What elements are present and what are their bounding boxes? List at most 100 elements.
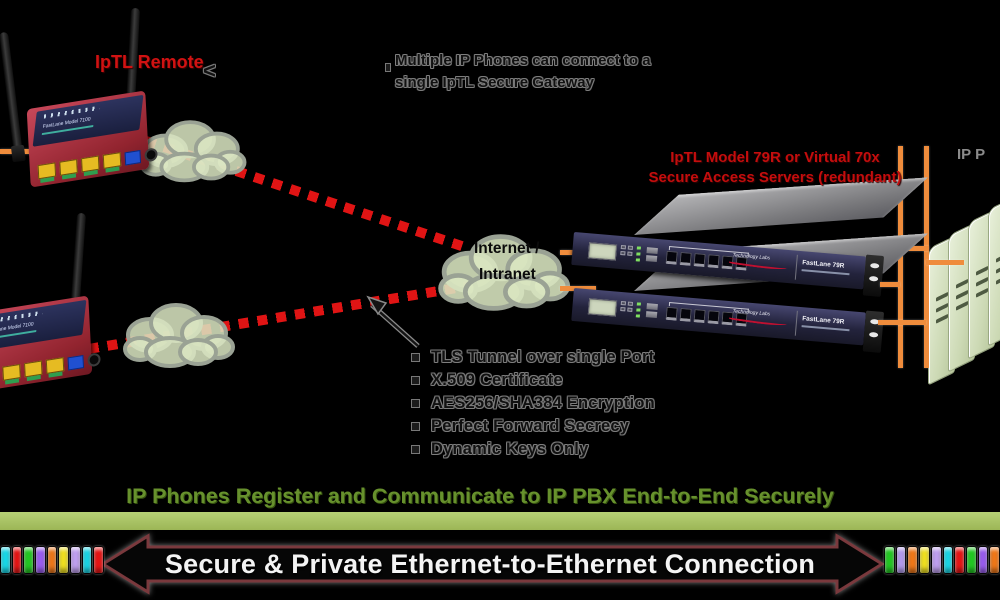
feature-item: X.509 Certificate bbox=[412, 371, 563, 390]
ribbon-square bbox=[942, 546, 954, 574]
ethernet-ribbon-left bbox=[0, 546, 105, 574]
ribbon-square bbox=[895, 546, 907, 574]
usb-ports-icon bbox=[645, 247, 658, 263]
pointer-chevron-icon: < bbox=[203, 58, 216, 83]
ribbon-square bbox=[0, 546, 11, 574]
ribbon-square bbox=[70, 546, 81, 574]
ribbon-square bbox=[884, 546, 895, 574]
bus-to-pbx-line bbox=[926, 260, 964, 265]
ribbon-square bbox=[93, 546, 105, 574]
faceplate-divider bbox=[794, 254, 798, 280]
router-port-row bbox=[0, 351, 101, 384]
feature-text: Perfect Forward Secrecy bbox=[431, 417, 630, 435]
bullet-icon bbox=[412, 446, 419, 453]
server-caption-line2: Secure Access Servers (redundant) bbox=[648, 169, 902, 186]
bullet-icon bbox=[412, 423, 419, 430]
note-bullet bbox=[386, 64, 390, 71]
feature-item: AES256/SHA384 Encryption bbox=[412, 394, 655, 413]
internet-cloud-icon bbox=[438, 234, 571, 311]
router-body: FastLane Model 7100 bbox=[26, 90, 158, 188]
antenna-icon bbox=[0, 31, 23, 149]
ribbon-square bbox=[930, 546, 942, 574]
router-port-row bbox=[37, 146, 158, 180]
rack-ear bbox=[862, 310, 885, 353]
panel-buttons bbox=[620, 300, 634, 312]
ribbon-square bbox=[919, 546, 930, 574]
router-led-row bbox=[43, 105, 100, 119]
feature-item: Dynamic Keys Only bbox=[412, 440, 588, 459]
lcd-display bbox=[587, 298, 618, 317]
ethernet-ribbon-right bbox=[884, 546, 1000, 574]
feature-item: Perfect Forward Secrecy bbox=[412, 417, 629, 436]
bullet-icon bbox=[412, 377, 419, 384]
ethernet-port-icon bbox=[2, 363, 21, 381]
status-led-column bbox=[635, 246, 642, 262]
server-model-label: FastLane 79R bbox=[801, 315, 845, 326]
ribbon-square bbox=[907, 546, 919, 574]
router-body: FastLane Model 7100 bbox=[0, 295, 101, 393]
internet-cloud-label-line2: Intranet bbox=[479, 266, 536, 283]
iptl-remote-device-2: FastLane Model 7100 bbox=[0, 205, 205, 395]
usb-ports-icon bbox=[645, 303, 658, 319]
headline-text: IP Phones Register and Communicate to IP… bbox=[126, 484, 834, 508]
server-model-label: FastLane 79R bbox=[801, 259, 845, 270]
bullet-icon bbox=[412, 354, 419, 361]
server-faceplate: Technology Labs FastLane 79R bbox=[571, 232, 885, 297]
secure-access-server-1: Technology Labs FastLane 79R bbox=[571, 177, 957, 297]
ribbon-square bbox=[58, 546, 70, 574]
banner-text: Secure & Private Ethernet-to-Ethernet Co… bbox=[164, 549, 816, 579]
panel-buttons bbox=[620, 244, 634, 256]
feature-text: AES256/SHA384 Encryption bbox=[431, 394, 655, 412]
feature-text: X.509 Certificate bbox=[431, 371, 563, 389]
ribbon-square bbox=[965, 546, 977, 574]
lcd-display bbox=[587, 242, 618, 261]
note-line2: single IpTL Secure Gateway bbox=[395, 74, 594, 91]
ribbon-square bbox=[989, 546, 1000, 574]
pbx-unit bbox=[988, 196, 1000, 347]
note-line1: Multiple IP Phones can connect to a bbox=[395, 52, 651, 69]
ethernet-port-icon bbox=[45, 357, 65, 374]
server1-to-bus-line bbox=[880, 282, 900, 287]
ribbon-square bbox=[11, 546, 23, 574]
annotation-arrow-icon bbox=[366, 295, 420, 348]
bus-vertical-line-2 bbox=[924, 146, 929, 368]
server-caption: IpTL Model 79R or Virtual 70x Secure Acc… bbox=[640, 148, 910, 188]
feature-text: TLS Tunnel over single Port bbox=[431, 348, 655, 366]
internet-cloud-label-line1: Internet / bbox=[474, 240, 540, 257]
power-jack-icon bbox=[87, 352, 101, 368]
rack-ear bbox=[862, 254, 885, 297]
server-caption-line1: IpTL Model 79R or Virtual 70x bbox=[670, 149, 880, 166]
ethernet-port-icon bbox=[81, 155, 100, 173]
server-faceplate: Technology Labs FastLane 79R bbox=[571, 288, 885, 353]
wan-port-icon bbox=[124, 149, 142, 166]
router-top-panel: FastLane Model 7100 bbox=[32, 94, 144, 147]
cloud-icon bbox=[139, 120, 247, 183]
ip-pbx-label: IP P bbox=[957, 146, 986, 163]
server-subtext-bar bbox=[801, 325, 850, 332]
feature-item: TLS Tunnel over single Port bbox=[412, 348, 654, 367]
status-led-column bbox=[635, 302, 642, 318]
server-subtext-bar bbox=[801, 269, 850, 276]
ribbon-square bbox=[35, 546, 46, 574]
ethernet-port-icon bbox=[37, 162, 57, 180]
ribbon-square bbox=[81, 546, 93, 574]
bullet-icon bbox=[412, 400, 419, 407]
server2-to-bus-line bbox=[878, 320, 926, 325]
note-text: Multiple IP Phones can connect to a sing… bbox=[395, 50, 651, 94]
ethernet-port-icon bbox=[59, 158, 78, 176]
ethernet-port-icon bbox=[102, 152, 122, 169]
router-top-panel: FastLane Model 7100 bbox=[0, 299, 87, 352]
ribbon-square bbox=[46, 546, 58, 574]
wan-port-icon bbox=[67, 354, 85, 371]
remote-device-label: IpTL Remote bbox=[95, 52, 204, 72]
faceplate-divider bbox=[794, 310, 798, 336]
feature-text: Dynamic Keys Only bbox=[431, 440, 589, 458]
ribbon-square bbox=[23, 546, 35, 574]
router-led-row bbox=[0, 310, 43, 324]
iptl-remote-device-1: FastLane Model 7100 bbox=[0, 7, 220, 188]
ribbon-square bbox=[977, 546, 989, 574]
ribbon-square bbox=[954, 546, 965, 574]
ethernet-port-icon bbox=[24, 360, 43, 378]
cloud-icon bbox=[123, 303, 235, 368]
